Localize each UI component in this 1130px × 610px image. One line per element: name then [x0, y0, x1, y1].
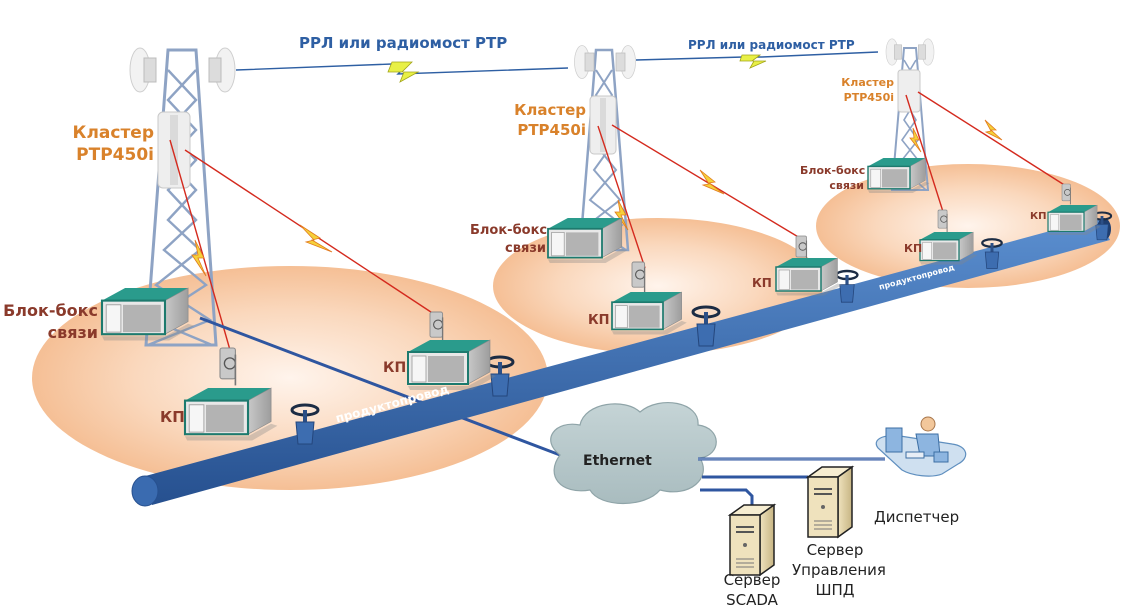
block-box-label-2: Блок-бокс связи [470, 222, 548, 258]
kp-container [775, 257, 843, 297]
dispatcher-icon [875, 416, 967, 477]
tower-2 [574, 45, 636, 252]
cluster-label-2: Кластер PTP450i [510, 100, 586, 140]
rf-bolts [191, 119, 1003, 277]
block-box-2 [547, 217, 629, 264]
block-box-label-1: Блок-бокс связи [2, 300, 98, 344]
mgmt-server-label-line1: Сервер [806, 541, 864, 559]
block-box-label-line2: связи [829, 179, 864, 192]
kp-label-4: КП [752, 276, 772, 290]
tower-1 [129, 47, 236, 347]
cluster-label-line1: Кластер [841, 76, 894, 89]
kp-container [407, 339, 497, 391]
block-box-label-line1: Блок-бокс [470, 223, 548, 238]
block-box-label-line1: Блок-бокс [800, 164, 866, 177]
block-box-label-line2: связи [47, 323, 98, 342]
dispatcher-label: Диспетчер [874, 508, 960, 526]
scada-server-label: Сервер SCADA [722, 570, 782, 610]
kp-label-6: КП [1030, 211, 1047, 222]
scada-server-label-line1: Сервер [723, 571, 781, 589]
block-box-label-3: Блок-бокс связи [800, 163, 866, 193]
cluster-label-line2: PTP450i [517, 121, 586, 139]
kp-container [611, 291, 688, 336]
scada-server-label-line2: SCADA [726, 591, 778, 609]
kp-label-5: КП [904, 242, 923, 255]
kp-container [919, 231, 978, 266]
kp-label-1: КП [160, 408, 185, 426]
cluster-label-line2: PTP450i [843, 91, 894, 104]
cluster-label-line2: PTP450i [76, 145, 154, 165]
mgmt-server-icon [807, 466, 853, 538]
rrl-link-label-1: РРЛ или радиомост PTP [299, 34, 508, 52]
cluster-label-3: Кластер PTP450i [836, 75, 894, 105]
rrl-link-label-2: РРЛ или радиомост PTP [688, 38, 855, 52]
ethernet-links [698, 457, 885, 510]
block-box-1 [100, 286, 196, 342]
cluster-label-line1: Кластер [514, 101, 586, 119]
ethernet-link-blockbox [199, 316, 561, 457]
block-box-label-line2: связи [505, 241, 546, 256]
mgmt-server-label-line3: ШПД [815, 581, 855, 599]
kp-container [1047, 204, 1102, 236]
cluster-label-1: Кластер PTP450i [72, 122, 154, 166]
kp-label-2: КП [383, 360, 407, 376]
rrl-link-1 [235, 61, 569, 83]
ethernet-cloud-label: Ethernet [583, 453, 652, 469]
mgmt-server-label: Сервер Управления ШПД [792, 540, 886, 600]
rrl-link-2 [635, 51, 879, 69]
block-box-3 [867, 157, 931, 194]
cluster-label-line1: Кластер [72, 123, 154, 143]
kp-container [183, 386, 279, 442]
ethernet-cloud [550, 402, 717, 505]
block-box-label-line1: Блок-бокс [3, 301, 98, 320]
kp-label-3: КП [588, 313, 610, 328]
scada-server-icon [729, 504, 775, 576]
mgmt-server-label-line2: Управления [792, 561, 886, 579]
